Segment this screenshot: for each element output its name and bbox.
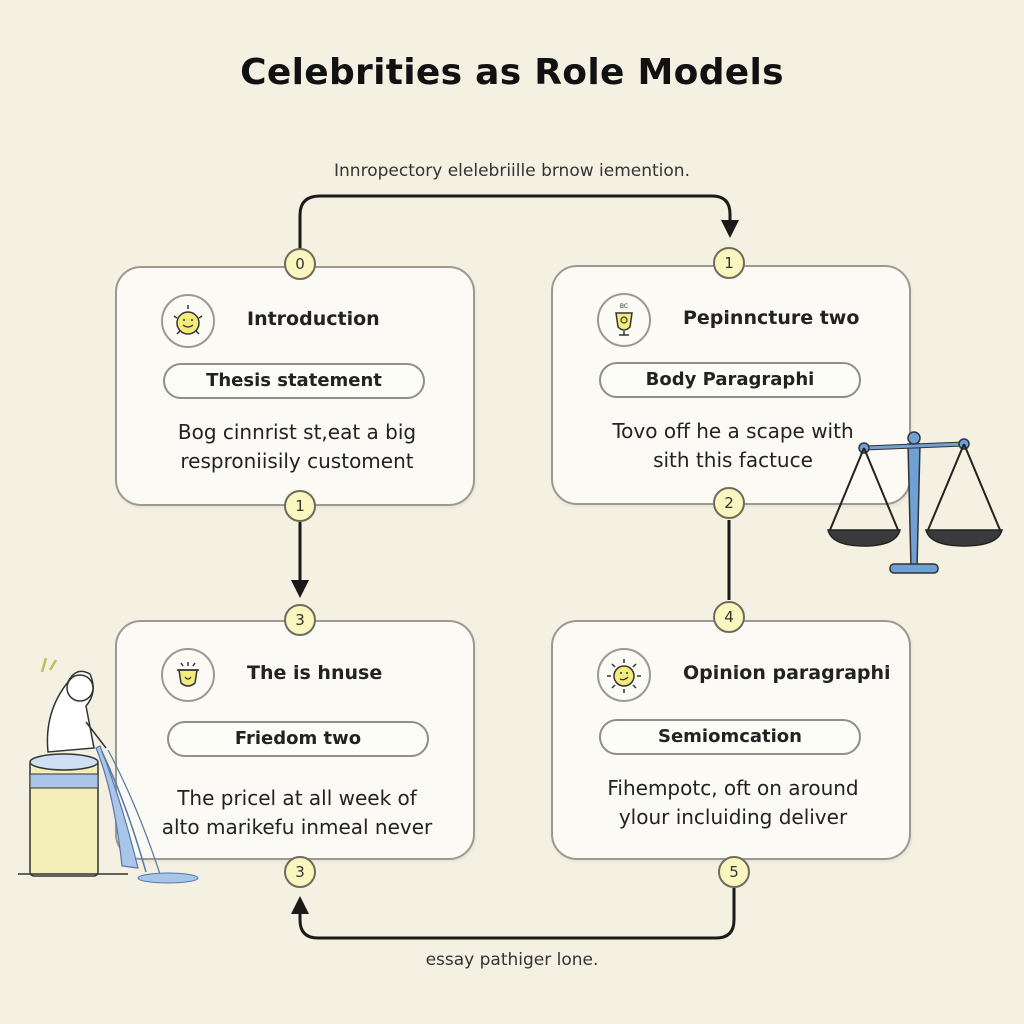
card-body-text: The pricel at all week of alto marikefu … xyxy=(137,784,457,842)
card-body-line: Tovo off he a scape with xyxy=(612,419,854,443)
card-heading: Introduction xyxy=(247,308,380,330)
card-body-line: resproniisily customent xyxy=(180,449,414,473)
connector-bottom-return xyxy=(298,888,736,940)
svg-text:BC: BC xyxy=(620,303,628,310)
sun-face-icon xyxy=(597,648,651,702)
card-body-line: The pricel at all week of xyxy=(177,786,417,810)
card-body-text: Bog cinnrist st,eat a big resproniisily … xyxy=(137,418,457,476)
step-badge: 4 xyxy=(713,601,745,633)
step-badge: 1 xyxy=(713,247,745,279)
arrowhead-top xyxy=(721,220,739,238)
card-opinion-paragraph: Opinion paragraphi Semiomcation Fihempot… xyxy=(551,620,911,860)
card-heading: The is hnuse xyxy=(247,662,383,684)
card-body-line: Bog cinnrist st,eat a big xyxy=(177,420,417,444)
connector-top-arrow xyxy=(298,194,732,250)
card-body-line: ylour incluiding deliver xyxy=(618,805,848,829)
card-heading: Pepinncture two xyxy=(683,307,860,329)
arrowhead-bottom-up xyxy=(291,896,309,914)
card-pill-label: Body Paragraphi xyxy=(599,362,861,398)
card-pill-label: Semiomcation xyxy=(599,719,861,755)
card-pill-label: Thesis statement xyxy=(163,363,425,399)
step-badge: 0 xyxy=(284,248,316,280)
sun-face-icon xyxy=(161,294,215,348)
card-heading: Opinion paragraphi xyxy=(683,662,891,684)
top-caption: Innropectory elelebriille brnow iementio… xyxy=(334,161,690,181)
step-badge: 3 xyxy=(284,604,316,636)
card-body-text: Fihempotc, oft on around ylour incluidin… xyxy=(573,774,893,832)
step-badge: 3 xyxy=(284,856,316,888)
card-body-line: sith this factuce xyxy=(653,448,813,472)
card-body-text: Tovo off he a scape with sith this factu… xyxy=(573,417,893,475)
card-pill-label: Friedom two xyxy=(167,721,429,757)
card-introduction: Introduction Thesis statement Bog cinnri… xyxy=(115,266,475,506)
cup-icon: BC xyxy=(597,293,651,347)
step-badge: 5 xyxy=(718,856,750,888)
balance-scale-icon xyxy=(827,431,1003,574)
arrowhead-left-down xyxy=(291,580,309,598)
page-title: Celebrities as Role Models xyxy=(240,52,784,93)
card-body-line: Fihempotc, oft on around xyxy=(607,776,859,800)
card-body-line: alto marikefu inmeal never xyxy=(161,815,433,839)
bottom-caption: essay pathiger lone. xyxy=(425,950,599,970)
person-pouring-water-icon xyxy=(18,657,199,884)
step-badge: 2 xyxy=(713,487,745,519)
step-badge: 1 xyxy=(284,490,316,522)
cup-icon xyxy=(161,648,215,702)
